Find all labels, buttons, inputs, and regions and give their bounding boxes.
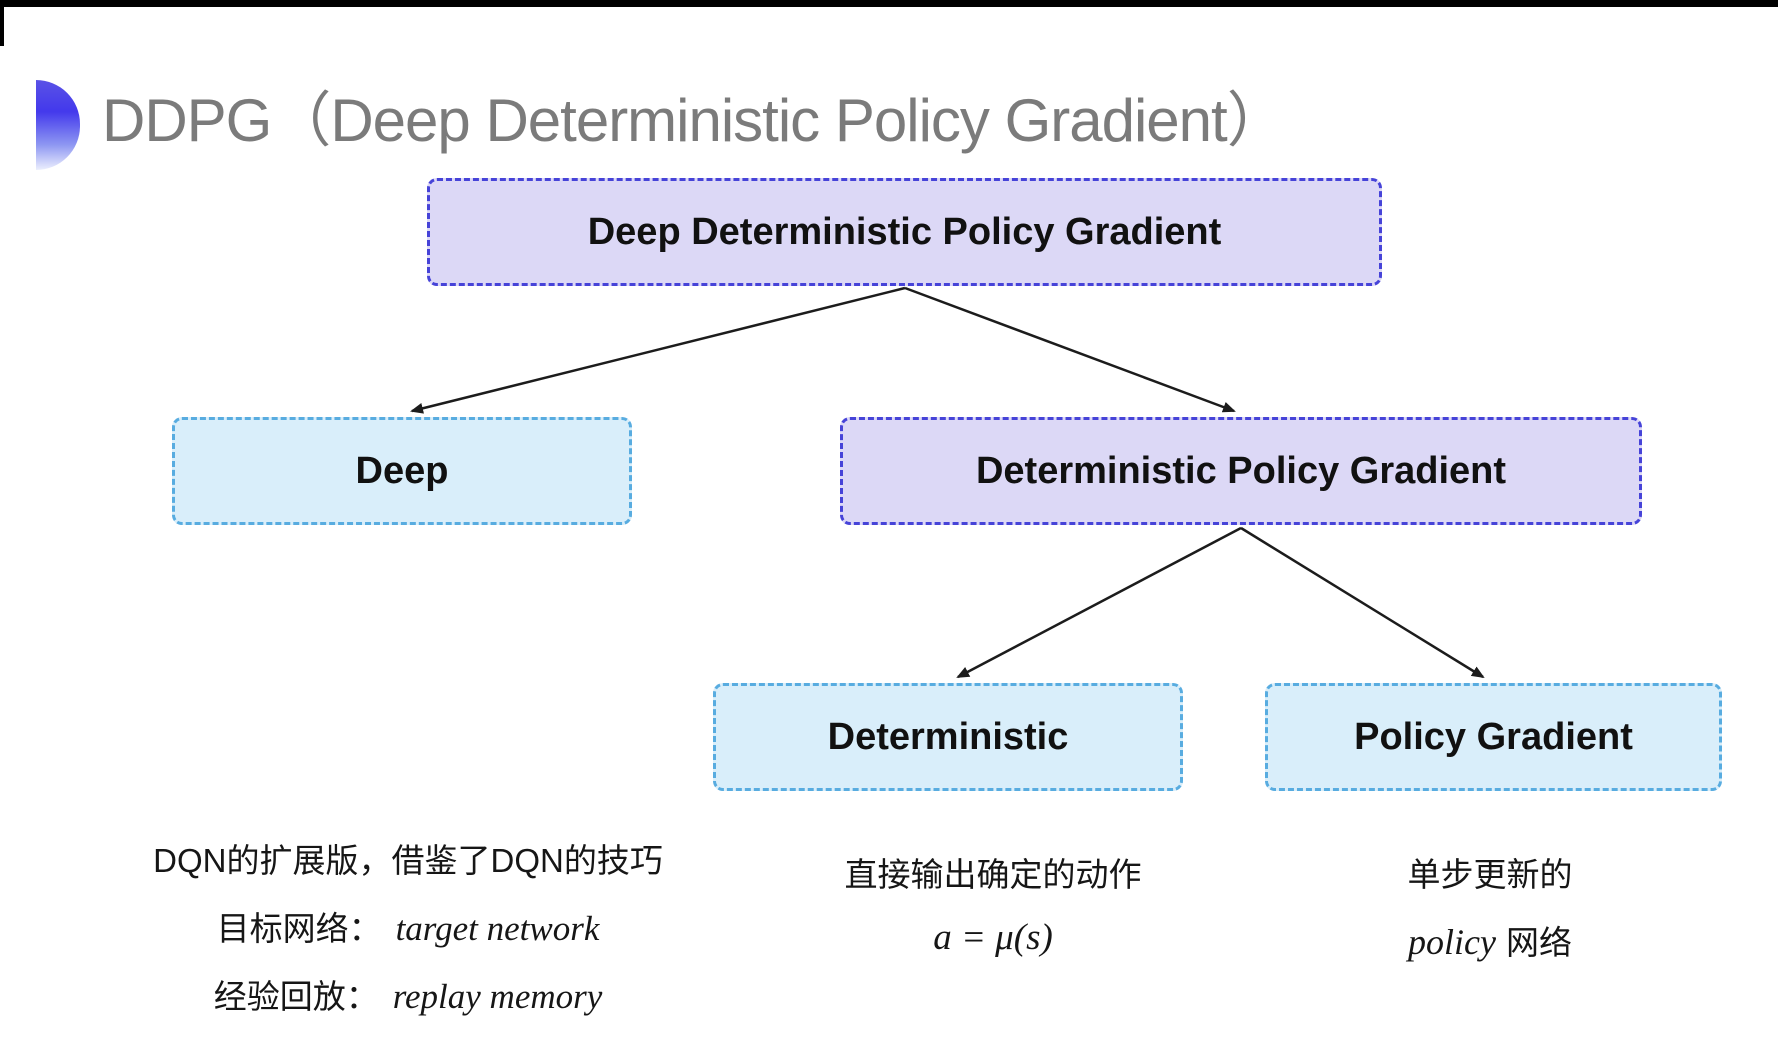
edge-root-deep [410,286,906,414]
title-bullet-half-disc-icon [36,80,80,170]
note-deterministic-annotation: 直接输出确定的动作 a = μ(s) [845,848,1142,959]
node-deterministic-policy-gradient: Deterministic Policy Gradient [840,417,1642,525]
note-line-target-network: 目标网络： target network [153,902,663,950]
replay-memory-label: 经验回放： [213,978,379,1015]
replay-memory-term: replay memory [392,977,603,1016]
note-line-deterministic-action: 直接输出确定的动作 [844,856,1142,893]
policy-term: policy [1408,922,1496,962]
node-label: Policy Gradient [1354,715,1633,758]
note-line-dqn-extension: DQN的扩展版，借鉴了DQN的技巧 [153,842,663,879]
page-title: DDPG（Deep Deterministic Policy Gradient） [102,87,1287,154]
target-network-term: target network [395,909,600,948]
left-border-tick [0,0,4,46]
edge-dpg-deterministic [956,526,1242,679]
node-deep-deterministic-policy-gradient: Deep Deterministic Policy Gradient [427,178,1382,286]
note-line-replay-memory: 经验回放： replay memory [153,970,663,1018]
formula-a-mu-s: a = μ(s) [933,917,1053,958]
edge-root-dpg [904,286,1236,413]
node-label: Deterministic [827,715,1069,758]
target-network-label: 目标网络： [216,910,382,947]
node-label: Deep Deterministic Policy Gradient [587,210,1222,253]
edge-dpg-policy-gradient [1240,526,1485,679]
node-label: Deep [355,449,449,492]
node-deep: Deep [172,417,632,525]
network-suffix: 网络 [1505,924,1572,961]
node-label: Deterministic Policy Gradient [975,449,1507,492]
node-deterministic: Deterministic [713,683,1183,791]
node-policy-gradient: Policy Gradient [1265,683,1722,791]
top-border-bar [0,0,1778,7]
note-line-single-step: 单步更新的 [1407,856,1573,893]
note-deep-annotation: DQN的扩展版，借鉴了DQN的技巧 目标网络： target network 经验… [153,834,663,1018]
